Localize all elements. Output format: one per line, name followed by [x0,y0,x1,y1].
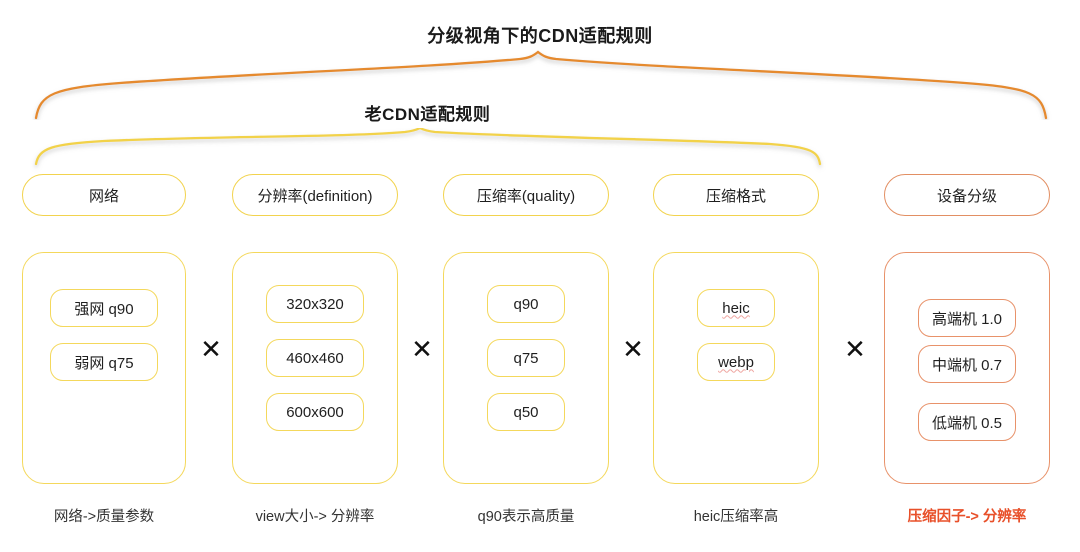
pill-label: 中端机 0.7 [931,356,1003,374]
pill-network-1[interactable]: 弱网 q75 [50,343,158,381]
header-chip-definition[interactable]: 分辨率(definition) [232,174,398,216]
caption-device-tier: 压缩因子-> 分辨率 [907,509,1027,525]
header-chip-device-tier[interactable]: 设备分级 [884,174,1050,216]
pill-device-tier-0[interactable]: 高端机 1.0 [918,299,1016,337]
pill-network-0[interactable]: 强网 q90 [50,289,158,327]
pill-quality-2[interactable]: q50 [487,393,565,431]
pill-label: 600x600 [286,403,344,421]
multiply-icon-4: ✕ [844,335,866,365]
multiply-icon-3: ✕ [622,335,644,365]
pill-label: q50 [513,403,539,421]
card-quality: q90 q75 q50 [443,252,609,484]
pill-label: 低端机 0.5 [931,414,1003,432]
pill-label: 高端机 1.0 [931,310,1003,328]
header-chip-label: 压缩格式 [705,187,766,205]
header-chip-format[interactable]: 压缩格式 [653,174,819,216]
header-chip-label: 压缩率(quality) [476,187,576,205]
pill-quality-1[interactable]: q75 [487,339,565,377]
pill-label: 强网 q90 [74,300,134,318]
pill-label: heic [722,299,750,317]
pill-label: q75 [513,349,539,367]
pill-label: 460x460 [286,349,344,367]
caption-quality: q90表示高质量 [477,509,575,525]
header-chip-label: 网络 [88,187,119,205]
card-network: 强网 q90 弱网 q75 [22,252,186,484]
pill-label: 弱网 q75 [74,354,134,372]
pill-definition-0[interactable]: 320x320 [266,285,364,323]
sub-title: 老CDN适配规则 [364,105,491,124]
pill-label: q90 [513,295,539,313]
pill-label: webp [718,353,754,371]
card-device-tier: 高端机 1.0 中端机 0.7 低端机 0.5 [884,252,1050,484]
header-chip-label: 分辨率(definition) [257,187,373,205]
caption-network: 网络->质量参数 [53,509,155,525]
pill-definition-2[interactable]: 600x600 [266,393,364,431]
brace-sub-yellow [34,128,822,166]
pill-device-tier-2[interactable]: 低端机 0.5 [918,403,1016,441]
pill-label: 320x320 [286,295,344,313]
header-chip-label: 设备分级 [936,187,997,205]
card-format: heic webp [653,252,819,484]
multiply-icon-2: ✕ [411,335,433,365]
card-definition: 320x320 460x460 600x600 [232,252,398,484]
caption-format: heic压缩率高 [693,509,779,525]
pill-format-1[interactable]: webp [697,343,775,381]
caption-definition: view大小-> 分辨率 [255,509,375,525]
pill-quality-0[interactable]: q90 [487,285,565,323]
pill-definition-1[interactable]: 460x460 [266,339,364,377]
multiply-icon-1: ✕ [200,335,222,365]
page-title: 分级视角下的CDN适配规则 [427,26,653,46]
pill-format-0[interactable]: heic [697,289,775,327]
header-chip-quality[interactable]: 压缩率(quality) [443,174,609,216]
header-chip-network[interactable]: 网络 [22,174,186,216]
pill-device-tier-1[interactable]: 中端机 0.7 [918,345,1016,383]
